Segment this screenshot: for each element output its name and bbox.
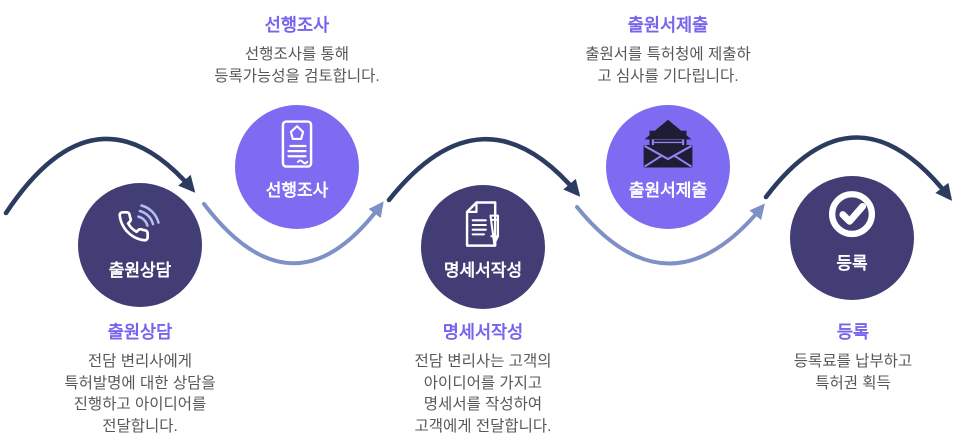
step-description-line: 출원서를 특허청에 제출하 <box>585 46 751 63</box>
flow-arrow-prior-art-to-specification <box>202 201 384 266</box>
flow-arrow-specification-to-submission <box>386 136 581 203</box>
specification-document-icon <box>465 201 500 247</box>
step-circle-prior-art: 선행조사 <box>235 105 359 229</box>
step-circle-label-prior-art: 선행조사 <box>265 181 329 200</box>
step-title-consultation: 출원상담 <box>107 322 173 342</box>
step-description-line: 전담 변리사는 고객의 <box>414 353 552 370</box>
step-description-line: 고객에게 전달합니다. <box>414 417 552 435</box>
step-description-line: 전담 변리사에게 <box>87 353 193 370</box>
flow-arrow-from-registration <box>763 135 953 201</box>
step-title-submission: 출원서제출 <box>627 15 709 35</box>
step-description-block-consultation: 출원상담 전담 변리사에게 특허발명에 대한 상담을 진행하고 아이디어를 전달… <box>20 320 260 437</box>
phone-icon <box>118 204 160 242</box>
step-description-line: 등록료를 납부하고 <box>793 353 913 370</box>
prior-art-document-icon <box>281 120 313 168</box>
flow-arrow-submission-to-registration <box>575 203 765 266</box>
step-description-line: 전달합니다. <box>102 417 178 435</box>
step-description-line: 특허발명에 대한 상담을 <box>64 374 216 392</box>
step-circle-consultation: 출원상담 <box>78 183 202 307</box>
step-circle-label-consultation: 출원상담 <box>108 261 172 280</box>
step-description-line: 특허권 획득 <box>815 374 891 392</box>
step-circle-label-submission: 출원서제출 <box>628 181 708 200</box>
step-title-registration: 등록 <box>836 322 870 342</box>
step-circle-label-registration: 등록 <box>836 254 868 273</box>
step-circle-specification: 명세서작성 <box>421 185 545 309</box>
step-description-block-submission: 출원서제출 출원서를 특허청에 제출하 고 심사를 기다립니다. <box>533 13 803 87</box>
step-description-block-registration: 등록 등록료를 납부하고 특허권 획득 <box>738 320 966 394</box>
envelope-icon <box>643 119 693 168</box>
step-description-line: 고 심사를 기다립니다. <box>597 67 739 85</box>
check-icon <box>828 191 876 238</box>
step-description-line: 명세서를 작성하여 <box>423 396 543 413</box>
step-title-prior-art: 선행조사 <box>264 15 330 35</box>
step-title-specification: 명세서작성 <box>442 322 524 342</box>
step-description-line: 진행하고 아이디어를 <box>73 396 207 413</box>
step-description-line: 등록가능성을 검토합니다. <box>214 67 380 85</box>
step-circle-registration: 등록 <box>790 176 914 300</box>
step-description-line: 아이디어를 가지고 <box>423 374 543 392</box>
step-description-block-specification: 명세서작성 전담 변리사는 고객의 아이디어를 가지고 명세서를 작성하여 고객… <box>358 320 608 437</box>
flow-arrow-to-consultation <box>3 136 196 216</box>
step-description-block-prior-art: 선행조사 선행조사를 통해 등록가능성을 검토합니다. <box>172 13 422 87</box>
step-circle-label-specification: 명세서작성 <box>443 261 523 280</box>
step-circle-submission: 출원서제출 <box>606 105 730 229</box>
step-description-line: 선행조사를 통해 <box>244 46 350 63</box>
